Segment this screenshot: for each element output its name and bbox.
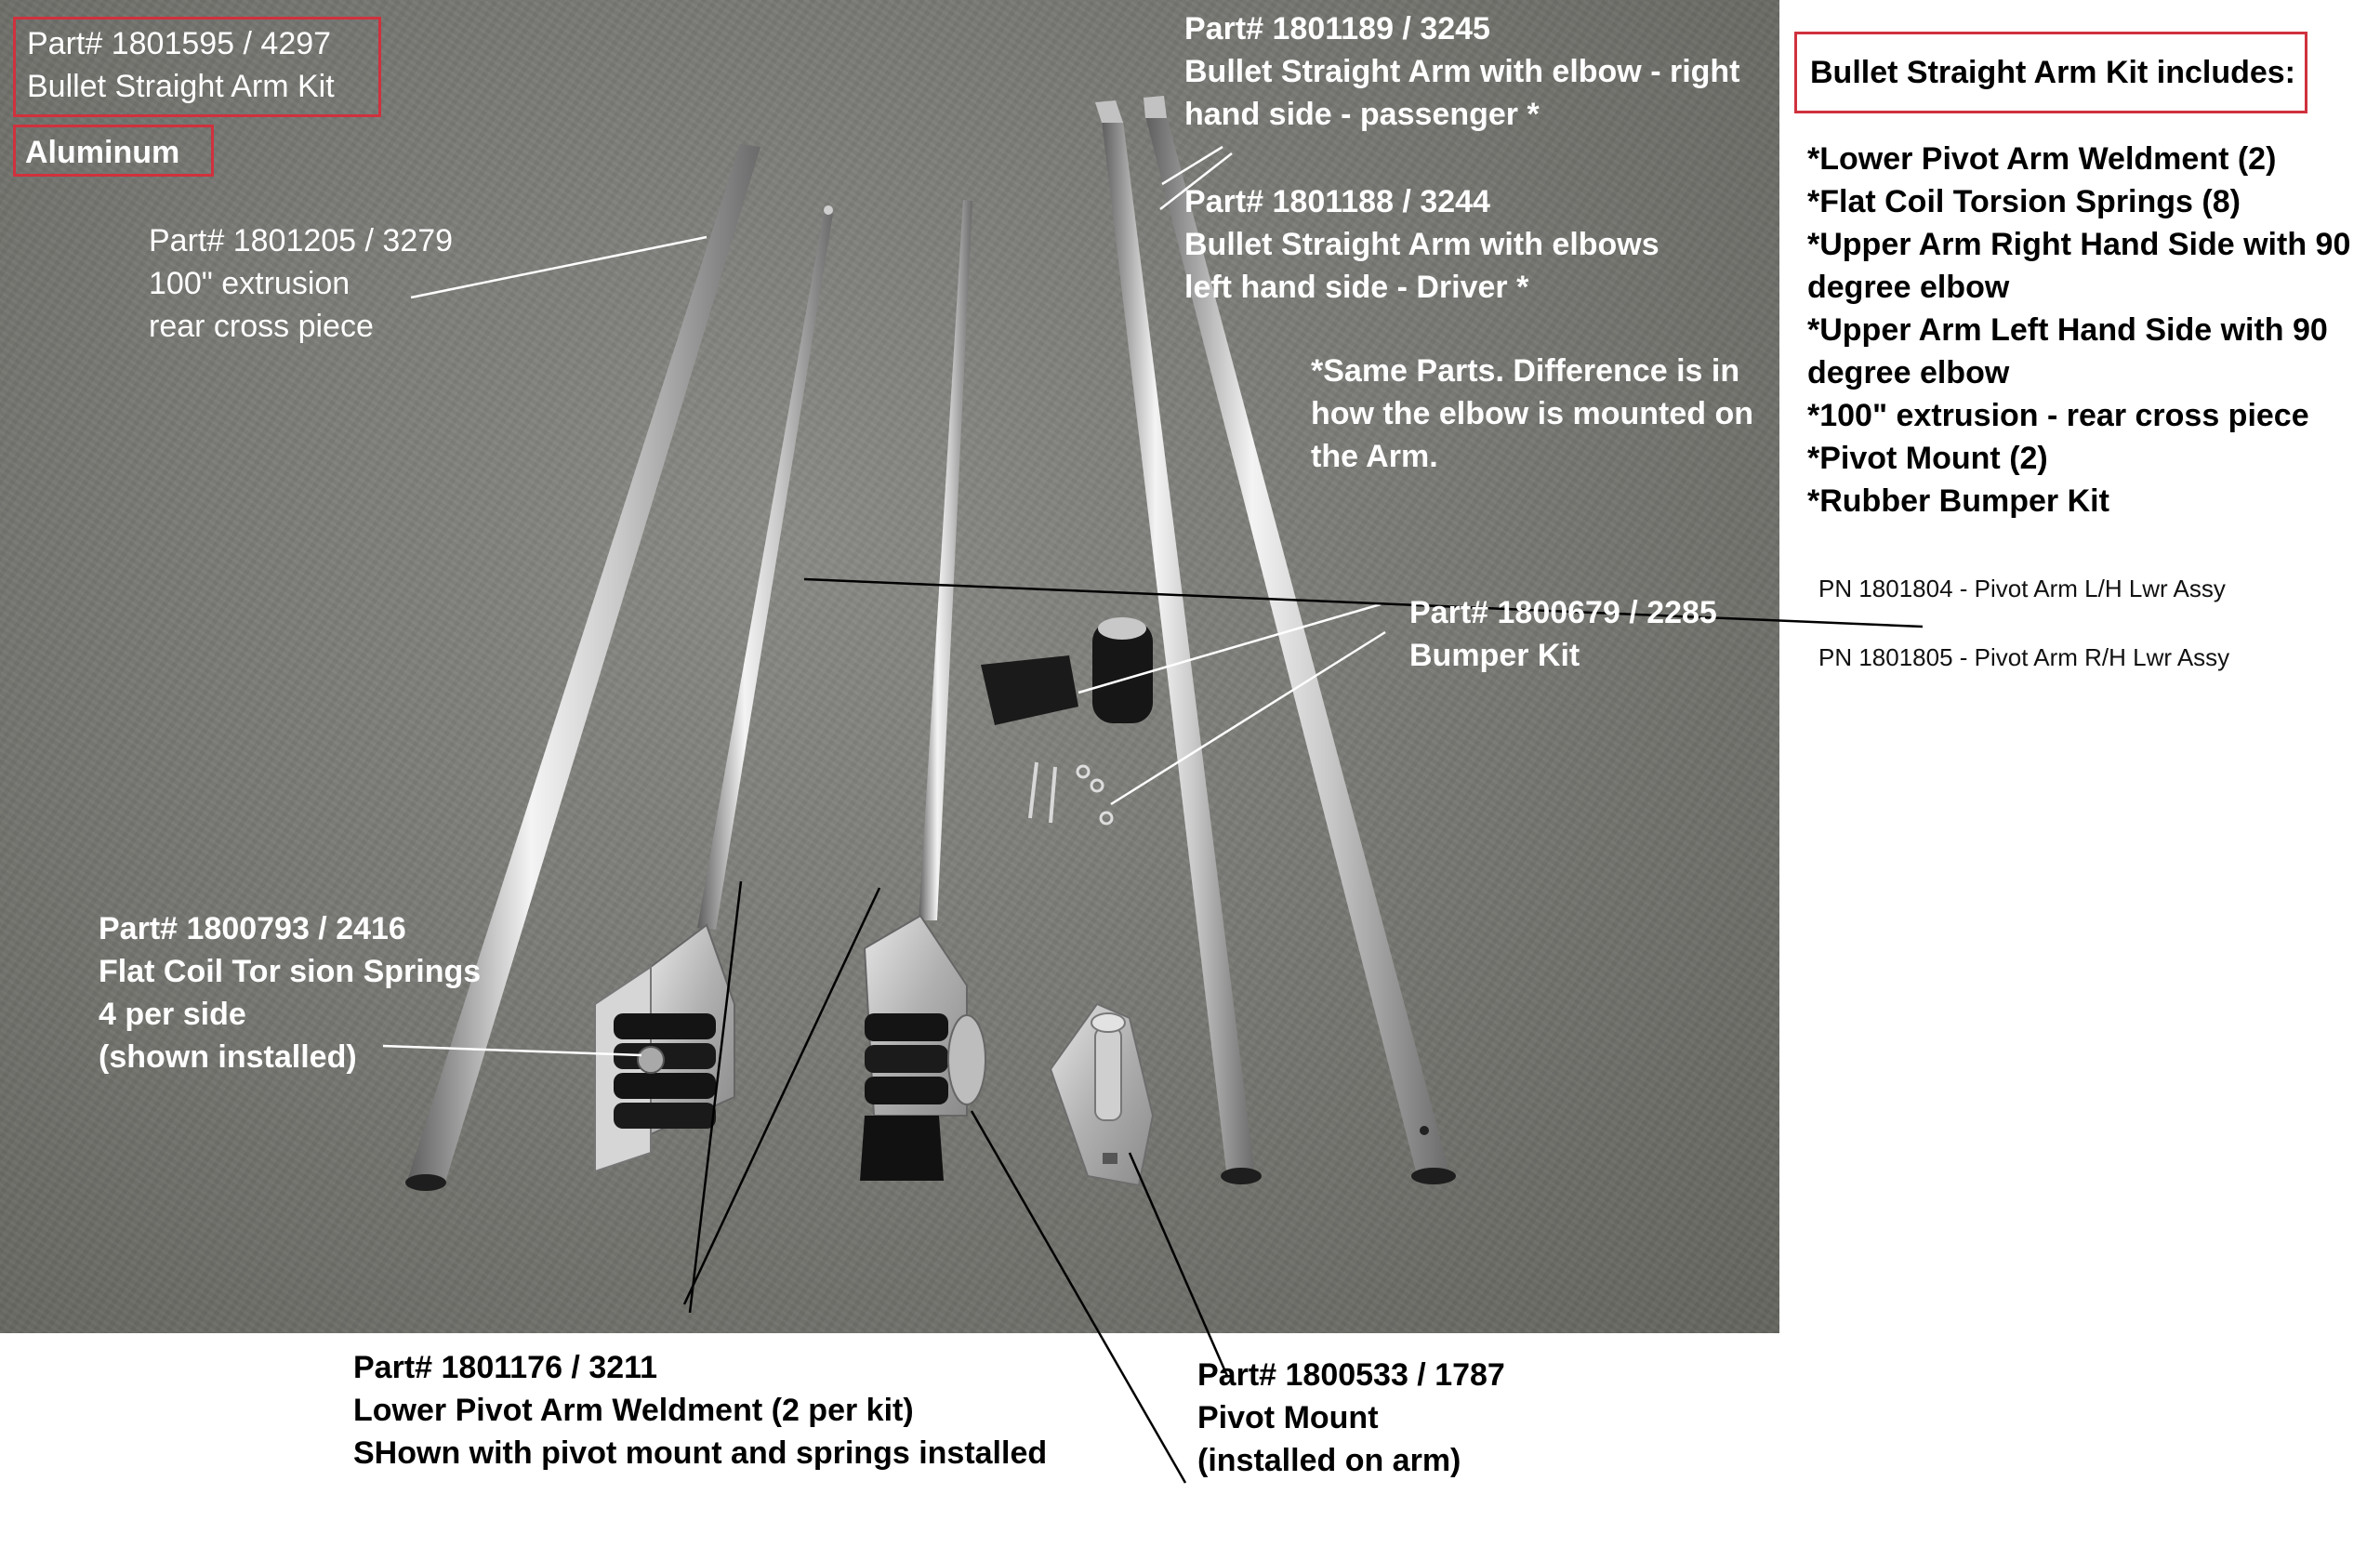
left-lower-pivot-weldment — [594, 923, 735, 1173]
callout-pivot-mount: Part# 1800533 / 1787 Pivot Mount (instal… — [1197, 1354, 1505, 1482]
includes-item: *100" extrusion - rear cross piece — [1807, 398, 2309, 433]
includes-list: *Lower Pivot Arm Weldment (2) *Flat Coil… — [1807, 138, 2350, 522]
callout-bumper-kit: Part# 1800679 / 2285 Bumper Kit — [1409, 591, 1717, 677]
kit-header-box: Part# 1801595 / 4297 Bullet Straight Arm… — [13, 17, 381, 117]
callout-same-parts-note: *Same Parts. Difference is in how the el… — [1311, 350, 1753, 478]
pivot-mount-plate — [1049, 1002, 1155, 1187]
left-arm-desc2: left hand side - Driver * — [1184, 270, 1529, 305]
pivot-mount-part: Part# 1800533 / 1787 — [1197, 1357, 1505, 1393]
right-arm-desc: Bullet Straight Arm with elbow - right — [1184, 54, 1740, 89]
kit-part-number: Part# 1801595 / 4297 — [27, 26, 332, 61]
assembly-lh: PN 1801804 - Pivot Arm L/H Lwr Assy — [1818, 575, 2226, 602]
lower-pivot-arm-desc: Lower Pivot Arm Weldment (2 per kit) — [353, 1393, 914, 1428]
bumper-kit-part: Part# 1800679 / 2285 — [1409, 595, 1717, 630]
same-parts-line2: how the elbow is mounted on — [1311, 396, 1753, 431]
lower-pivot-arm-note: SHown with pivot mount and springs insta… — [353, 1435, 1048, 1471]
left-arm-part: Part# 1801188 / 3244 — [1184, 184, 1490, 219]
same-parts-line3: the Arm. — [1311, 439, 1438, 474]
callout-lower-pivot-arm: Part# 1801176 / 3211 Lower Pivot Arm Wel… — [353, 1346, 1047, 1474]
assembly-note-rh: PN 1801805 - Pivot Arm R/H Lwr Assy — [1818, 641, 2229, 673]
includes-item: degree elbow — [1807, 355, 2010, 390]
bumper-kit-desc: Bumper Kit — [1409, 638, 1580, 673]
same-parts-line1: *Same Parts. Difference is in — [1311, 353, 1740, 389]
right-lower-pivot-weldment — [860, 914, 986, 1181]
rear-cross-piece-desc: 100" extrusion — [149, 266, 350, 301]
kit-name: Bullet Straight Arm Kit — [27, 69, 335, 104]
callout-left-arm: Part# 1801188 / 3244 Bullet Straight Arm… — [1184, 180, 1659, 309]
includes-item: *Upper Arm Right Hand Side with 90 — [1807, 227, 2351, 262]
includes-item: *Rubber Bumper Kit — [1807, 483, 2109, 519]
includes-item: degree elbow — [1807, 270, 2010, 305]
includes-title-box: Bullet Straight Arm Kit includes: — [1794, 32, 2307, 113]
rear-cross-piece-desc2: rear cross piece — [149, 309, 374, 344]
springs-desc: Flat Coil Tor sion Springs — [99, 954, 482, 989]
includes-item: *Pivot Mount (2) — [1807, 441, 2048, 476]
left-arm-desc: Bullet Straight Arm with elbows — [1184, 227, 1659, 262]
includes-title: Bullet Straight Arm Kit includes: — [1810, 55, 2296, 90]
assembly-rh: PN 1801805 - Pivot Arm R/H Lwr Assy — [1818, 643, 2230, 671]
right-pivot-arm-rod — [919, 200, 972, 920]
bumper-kit — [981, 617, 1153, 826]
includes-item: *Flat Coil Torsion Springs (8) — [1807, 184, 2241, 219]
springs-part: Part# 1800793 / 2416 — [99, 911, 406, 946]
right-arm-part: Part# 1801189 / 3245 — [1184, 11, 1490, 46]
includes-item: *Lower Pivot Arm Weldment (2) — [1807, 141, 2277, 177]
springs-note: (shown installed) — [99, 1039, 357, 1075]
pivot-mount-note: (installed on arm) — [1197, 1443, 1461, 1478]
callout-rear-cross-piece: Part# 1801205 / 3279 100" extrusion rear… — [149, 219, 453, 348]
material-label: Aluminum — [25, 135, 180, 170]
springs-qty: 4 per side — [99, 997, 246, 1032]
callout-springs: Part# 1800793 / 2416 Flat Coil Tor sion … — [99, 907, 481, 1078]
callout-right-arm: Part# 1801189 / 3245 Bullet Straight Arm… — [1184, 7, 1740, 136]
right-arm-desc2: hand side - passenger * — [1184, 97, 1540, 132]
rear-cross-piece-tube — [405, 144, 760, 1191]
rear-cross-piece-part: Part# 1801205 / 3279 — [149, 223, 454, 258]
includes-item: *Upper Arm Left Hand Side with 90 — [1807, 312, 2328, 348]
lower-pivot-arm-part: Part# 1801176 / 3211 — [353, 1350, 658, 1385]
pivot-mount-desc: Pivot Mount — [1197, 1400, 1379, 1435]
left-pivot-arm-rod — [697, 205, 833, 930]
material-badge: Aluminum — [13, 125, 214, 177]
assembly-note-lh: PN 1801804 - Pivot Arm L/H Lwr Assy — [1818, 573, 2226, 604]
